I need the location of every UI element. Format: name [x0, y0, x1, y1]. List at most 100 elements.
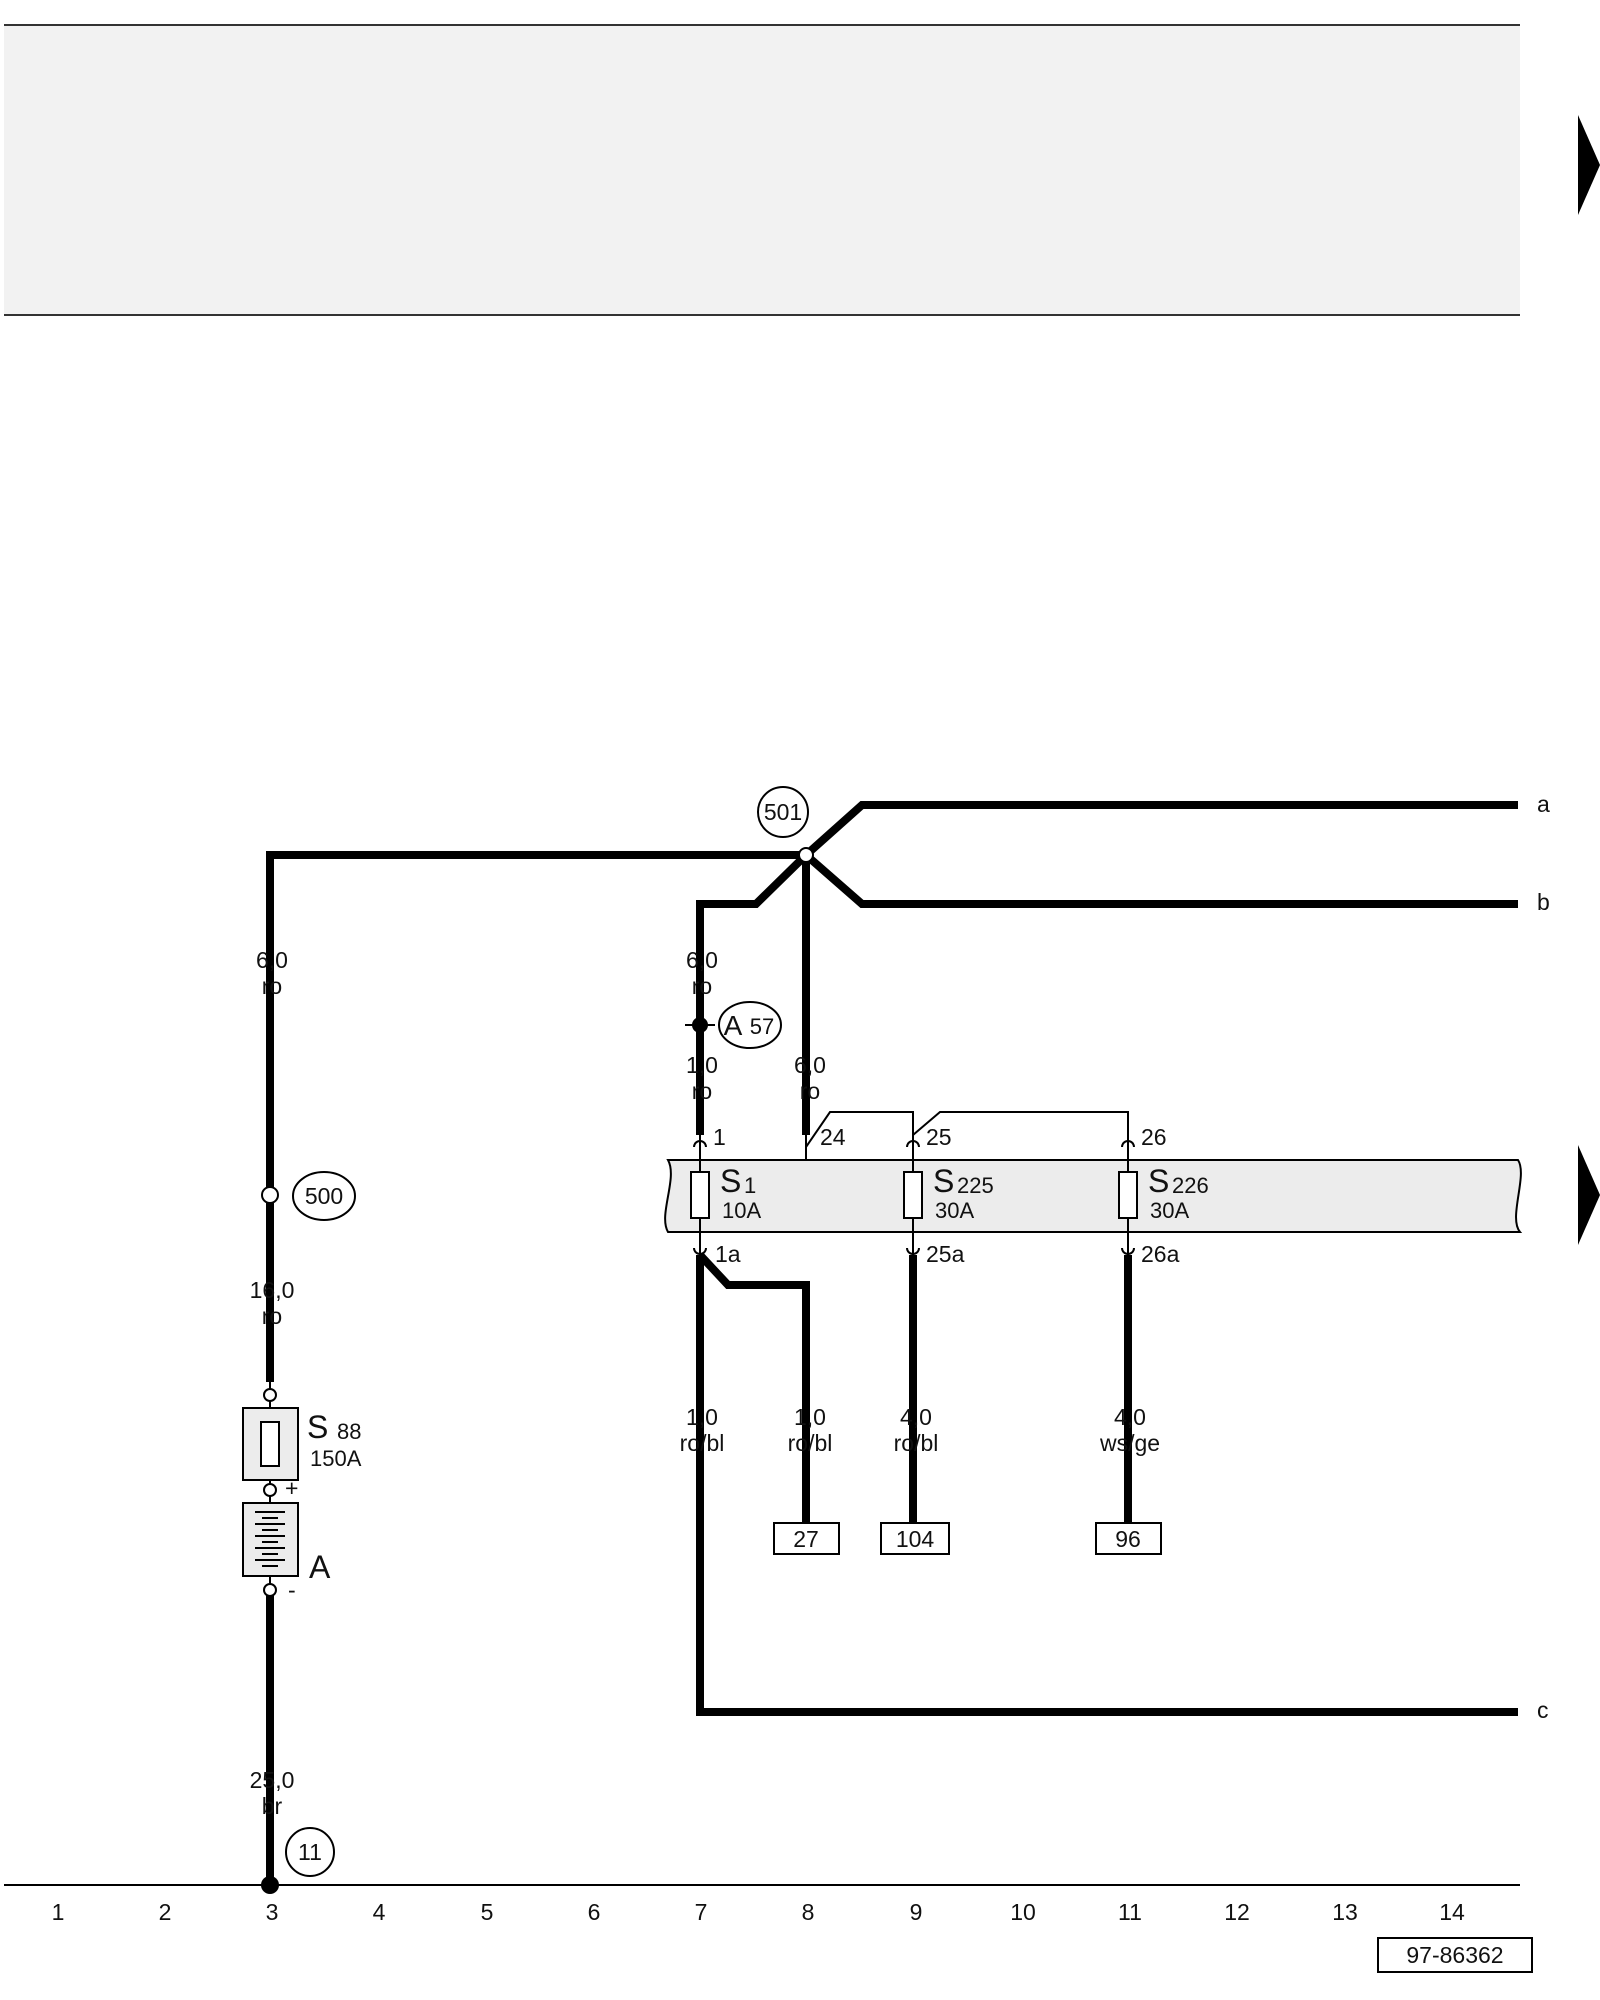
wire-col8-top-color: ro: [800, 1078, 820, 1104]
ref-box-96: [1095, 1522, 1162, 1555]
fuse-holder-strip: [664, 1159, 1523, 1233]
node-500-label: 500: [305, 1183, 343, 1209]
fuse-s225-icon: [903, 1171, 923, 1219]
junction-500-point: [261, 1186, 279, 1204]
node-500-bubble: [292, 1171, 356, 1221]
ref-96-label: 96: [1115, 1526, 1141, 1552]
pin-1a-label: 1a: [715, 1241, 741, 1267]
connector-a57-number: 57: [750, 1014, 774, 1039]
junction-501-point: [798, 847, 814, 863]
battery-label: A: [309, 1549, 331, 1585]
column-number: 6: [588, 1899, 601, 1925]
wire-col8-out-size: 1,0: [794, 1404, 826, 1430]
fuse-s88-icon: [260, 1421, 280, 1467]
column-number: 13: [1332, 1899, 1358, 1925]
pin-arcs: [693, 1140, 1135, 1255]
battery-housing: [242, 1502, 299, 1577]
pin-24-label: 24: [820, 1124, 846, 1150]
wire-col9-out-size: 4,0: [900, 1404, 932, 1430]
fuse-s88-housing: [242, 1407, 299, 1481]
fuse-s1-letter: S: [720, 1163, 741, 1199]
wire-col3-top: [266, 851, 806, 1192]
wire-col3-top-size: 6,0: [256, 947, 288, 973]
fuse-s1-number: 1: [744, 1173, 756, 1198]
wire-col9-out-color: ro/bl: [894, 1430, 939, 1456]
continuation-b: b: [1537, 889, 1550, 915]
fuse-s88-number: 88: [337, 1419, 361, 1444]
connector-a57-dot: [692, 1017, 708, 1033]
fuse-s1-rating: 10A: [722, 1198, 761, 1223]
fuse-s1-icon: [690, 1171, 710, 1219]
column-number: 3: [266, 1899, 279, 1925]
connector-a57-bubble: [718, 1001, 782, 1049]
column-number: 5: [481, 1899, 494, 1925]
pin-26-label: 26: [1141, 1124, 1167, 1150]
fuse-s88-letter: S: [307, 1409, 328, 1445]
fuse-s226-letter: S: [1148, 1163, 1169, 1199]
ref-box-27: [773, 1522, 840, 1555]
wire-to-b: [803, 851, 1518, 908]
wire-col7-top-color: ro: [692, 973, 712, 999]
column-numbers: 1 2 3 4 5 6 7 8 9 10 11 12 13 14: [52, 1899, 1465, 1925]
wire-col7-low-size: 1,0: [686, 1052, 718, 1078]
ref-27-label: 27: [793, 1526, 819, 1552]
node-501-label: 501: [764, 799, 802, 825]
battery-minus-label: -: [288, 1577, 296, 1603]
wire-to-c: [696, 1255, 1518, 1716]
column-number: 12: [1224, 1899, 1250, 1925]
connector-a57-letter: A: [724, 1010, 743, 1041]
page-marker-mid-icon: [1578, 1145, 1600, 1245]
fuse-s226-rating: 30A: [1150, 1198, 1189, 1223]
wire-col3-bottom-color: br: [262, 1793, 283, 1819]
wire-col11-out-size: 4,0: [1114, 1404, 1146, 1430]
column-number: 1: [52, 1899, 65, 1925]
fuse-s225-letter: S: [933, 1163, 954, 1199]
wire-col3-bottom-size: 25,0: [250, 1767, 295, 1793]
wire-col7-out-color: ro/bl: [680, 1430, 725, 1456]
column-number: 4: [373, 1899, 386, 1925]
diagram-id-label: 97-86362: [1406, 1942, 1503, 1968]
pin-25a-label: 25a: [926, 1241, 965, 1267]
fuse-s88-rating: 150A: [310, 1446, 362, 1471]
column-number: 2: [159, 1899, 172, 1925]
link-24-25: [805, 1111, 914, 1148]
wire-col7-top-size: 6,0: [686, 947, 718, 973]
column-number: 10: [1010, 1899, 1036, 1925]
fuse-s226-icon: [1118, 1171, 1138, 1219]
ref-box-104: [880, 1522, 950, 1555]
column-number: 9: [910, 1899, 923, 1925]
column-number: 14: [1439, 1899, 1465, 1925]
wire-col7-low-color: ro: [692, 1078, 712, 1104]
wire-col8-out-color: ro/bl: [788, 1430, 833, 1456]
wire-col11-out-color: ws/ge: [1099, 1430, 1160, 1456]
wire-col3-mid-color: ro: [262, 1303, 282, 1329]
node-501-bubble: [757, 786, 809, 838]
pin-26a-label: 26a: [1141, 1241, 1180, 1267]
header-band: [4, 25, 1520, 315]
page-marker-top-icon: [1578, 115, 1600, 215]
column-number: 8: [802, 1899, 815, 1925]
link-25-26: [912, 1111, 1129, 1136]
wire-col8-top-size: 6,0: [794, 1052, 826, 1078]
wire-col3-mid-size: 16,0: [250, 1277, 295, 1303]
pin-1-label: 1: [713, 1124, 726, 1150]
column-number: 7: [695, 1899, 708, 1925]
diagram-id-box: [1377, 1937, 1533, 1973]
fuse-s225-number: 225: [957, 1173, 994, 1198]
wire-col7-top: [696, 852, 809, 1135]
battery-plus-label: +: [285, 1475, 298, 1501]
fuse-s225-rating: 30A: [935, 1198, 974, 1223]
node-11-bubble: [285, 1827, 335, 1877]
wire-col3-top-color: ro: [262, 973, 282, 999]
wire-to-a: [803, 801, 1518, 858]
continuation-c: c: [1537, 1697, 1549, 1723]
battery-terminals: [263, 1388, 277, 1597]
column-number: 11: [1118, 1899, 1142, 1925]
battery-icon: [255, 1511, 285, 1567]
fuse-s226-number: 226: [1172, 1173, 1209, 1198]
wire-to-ref-27: [697, 1252, 810, 1528]
pin-25-label: 25: [926, 1124, 952, 1150]
node-11-label: 11: [298, 1839, 322, 1865]
continuation-a: a: [1537, 791, 1550, 817]
